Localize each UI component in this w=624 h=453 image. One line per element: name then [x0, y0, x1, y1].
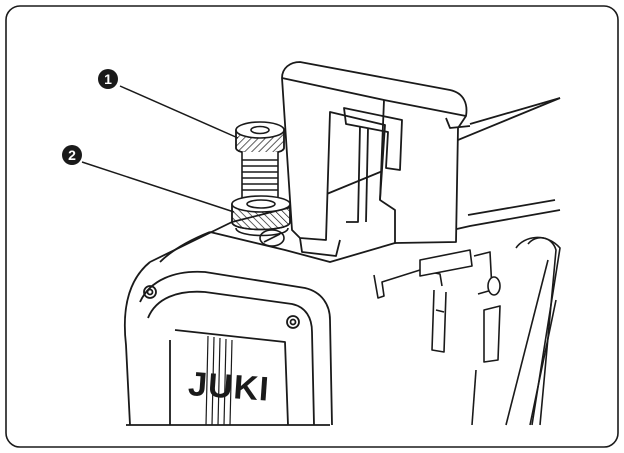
callout-2-number: 2 [68, 147, 76, 163]
callout-leaders [81, 85, 239, 213]
leader-line-2 [81, 161, 235, 213]
callout-1: 1 [98, 69, 118, 89]
tension-bracket [373, 249, 501, 426]
thread-guide-cover [281, 61, 471, 257]
callout-2: 2 [62, 145, 82, 165]
thread-guide-wires [505, 236, 561, 426]
cover-screw [259, 229, 285, 247]
tension-assembly [231, 121, 291, 237]
callout-1-badge [98, 69, 118, 89]
callout-1-number: 1 [104, 71, 112, 87]
leader-line-1 [119, 85, 239, 139]
face-plate-grooves [205, 335, 233, 426]
juki-logo: JUKI [187, 365, 271, 409]
figure-frame [5, 5, 619, 448]
callout-2-badge [62, 145, 82, 165]
